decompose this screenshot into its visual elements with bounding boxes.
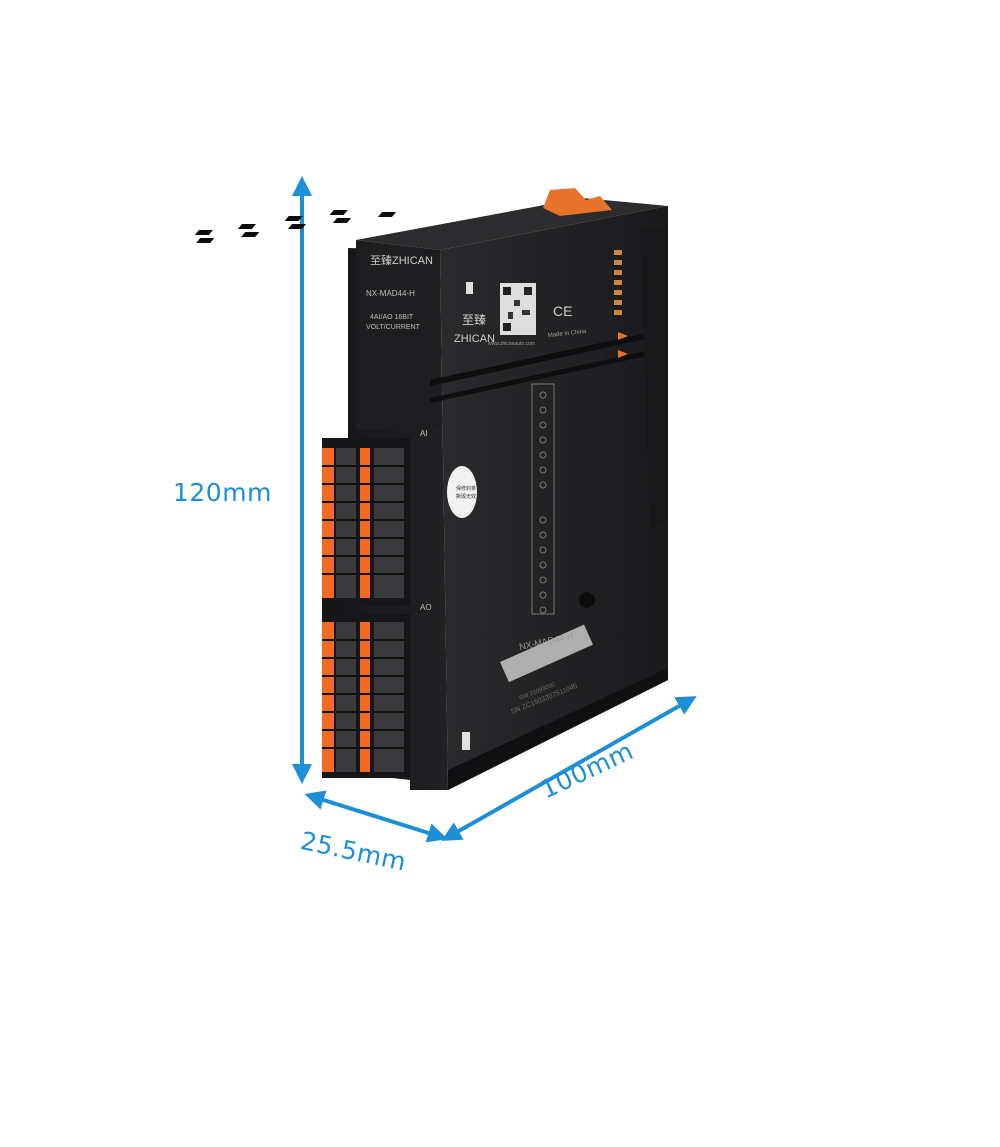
- terminal-block-ao: [322, 614, 410, 778]
- spec-line1: 4AI/AO 16BIT: [370, 314, 414, 321]
- spec-line2: VOLT/CURRENT: [366, 324, 421, 331]
- height-label: 120mm: [173, 478, 272, 507]
- din-rail: [448, 668, 668, 790]
- depth-arrow: [304, 790, 448, 843]
- made-in: Made in China: [548, 329, 588, 339]
- warranty-sticker: [447, 466, 477, 518]
- model-top: NX-MAD44-H: [366, 289, 415, 298]
- section-ai: AI: [420, 429, 428, 438]
- io-module: 至臻ZHICAN NX-MAD44-H 4AI/AO 16BIT VOLT/CU…: [194, 188, 668, 790]
- serial-label: [500, 624, 593, 683]
- dip-switch: [614, 250, 622, 315]
- warranty-line1: 保修封条: [456, 485, 476, 492]
- website: www.zhicanauto.com: [488, 341, 535, 347]
- channel-indicators: [531, 383, 555, 615]
- release-handle: [543, 188, 612, 216]
- dimension-arrows: [292, 176, 697, 843]
- ce-mark: CE: [553, 303, 572, 319]
- logo-en: ZHICAN: [454, 333, 495, 345]
- section-ao: AO: [420, 603, 432, 612]
- width-arrow: [441, 696, 697, 841]
- terminal-block-ai: [322, 438, 410, 606]
- mount-hole: [579, 592, 595, 608]
- warranty-line2: 撕毁无效: [456, 493, 476, 500]
- logo-cn: 至臻: [462, 313, 486, 327]
- qr-code: [500, 283, 536, 335]
- brand-top: 至臻ZHICAN: [370, 253, 433, 267]
- vent-holes: [194, 210, 397, 243]
